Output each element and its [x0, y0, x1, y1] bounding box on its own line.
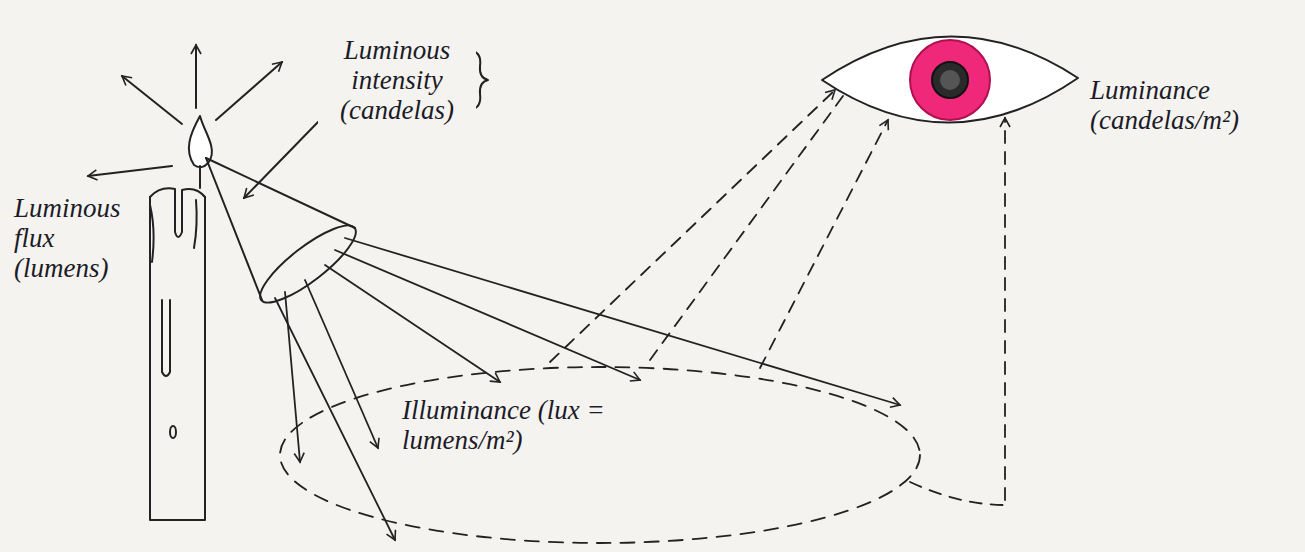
candle-drip: [162, 300, 170, 376]
label-text: Luminance (candelas/m²): [1086, 74, 1298, 136]
label-box: Luminance (candelas/m²): [1086, 74, 1298, 136]
label-box: Illuminance (lux = lumens/m²): [398, 394, 698, 456]
flux-arrow: [216, 62, 282, 120]
light-ray: [275, 298, 395, 540]
reflected-ray: [550, 90, 835, 362]
wick: [199, 166, 201, 188]
label-text: Illuminance (lux = lumens/m²): [398, 394, 698, 456]
label-box: Luminous flux (lumens): [10, 192, 140, 285]
eye-pupil-detail: [940, 70, 960, 90]
reflected-ray: [650, 70, 862, 360]
light-ray: [305, 280, 378, 448]
light-ray: [335, 250, 640, 380]
candle-drip: [150, 205, 154, 262]
illuminated-area: [280, 367, 920, 543]
eye-pupil: [932, 62, 968, 98]
candle-body: [150, 197, 205, 520]
cone-edge: [206, 158, 355, 228]
label-box: Luminous intensity (candelas): [318, 34, 476, 127]
reflected-ray: [760, 120, 888, 368]
eye-outline: [822, 36, 1078, 122]
label-text: Luminous flux (lumens): [10, 192, 140, 285]
label-text: Luminous intensity (candelas): [318, 34, 476, 127]
leader-line: [244, 122, 318, 198]
candle-drip: [194, 200, 197, 248]
light-ray: [285, 292, 300, 462]
reflected-ray: [1004, 118, 1006, 500]
eye-iris: [910, 40, 990, 120]
light-ray: [325, 265, 500, 382]
flux-arrow: [122, 76, 182, 124]
flux-arrow: [88, 166, 172, 176]
flux-arrow: [195, 45, 197, 108]
candle-drip: [170, 426, 176, 438]
reflected-ray: [910, 482, 1005, 505]
cone-base: [251, 214, 365, 313]
